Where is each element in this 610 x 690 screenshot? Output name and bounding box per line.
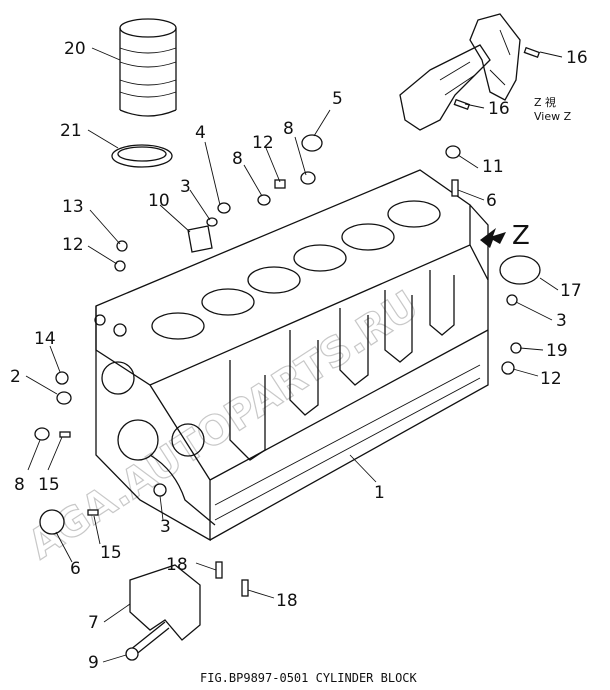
- callout-15: 15: [100, 543, 122, 563]
- callout-20: 20: [64, 39, 86, 59]
- callout-12: 12: [540, 369, 562, 389]
- small-parts-drawing: [34, 134, 541, 661]
- callout-14: 14: [34, 329, 56, 349]
- view-z-label-line1: Z 視: [534, 95, 556, 109]
- callout-7: 7: [88, 613, 99, 633]
- callout-4: 4: [195, 123, 206, 143]
- callout-6: 6: [486, 191, 497, 211]
- callout-16: 16: [488, 99, 510, 119]
- callout-8: 8: [283, 119, 294, 139]
- callout-12: 12: [62, 235, 84, 255]
- callout-12: 12: [252, 133, 274, 153]
- callout-3: 3: [556, 311, 567, 331]
- view-z-arrow: Z: [480, 221, 530, 251]
- callout-21: 21: [60, 121, 82, 141]
- callout-3: 3: [160, 517, 171, 537]
- callout-11: 11: [482, 157, 504, 177]
- o-ring-drawing: [111, 144, 173, 168]
- view-z-label-line2: View Z: [534, 110, 572, 123]
- callout-15: 15: [38, 475, 60, 495]
- callout-5: 5: [332, 89, 343, 109]
- callout-13: 13: [62, 197, 84, 217]
- figure-caption: FIG.BP9897-0501 CYLINDER BLOCK: [200, 671, 418, 685]
- callout-8: 8: [232, 149, 243, 169]
- callout-10: 10: [148, 191, 170, 211]
- leader-lines: [25, 47, 563, 663]
- callout-1: 1: [374, 483, 385, 503]
- view-z-bracket-drawing: [399, 13, 541, 131]
- callout-9: 9: [88, 653, 99, 673]
- callout-2: 2: [10, 367, 21, 387]
- callout-3: 3: [180, 177, 191, 197]
- callout-18: 18: [166, 555, 188, 575]
- callout-19: 19: [546, 341, 568, 361]
- view-z-arrow-label: Z: [512, 221, 530, 251]
- callout-8: 8: [14, 475, 25, 495]
- cylinder-liner-drawing: [119, 18, 177, 117]
- callout-6: 6: [70, 559, 81, 579]
- engine-block-drawing: [94, 169, 489, 542]
- callout-labels: 20 21 4 12 8 8 5 3 10 13 12 11 6 16 16 1…: [10, 39, 588, 673]
- callout-17: 17: [560, 281, 582, 301]
- callout-18: 18: [276, 591, 298, 611]
- callout-16: 16: [566, 48, 588, 68]
